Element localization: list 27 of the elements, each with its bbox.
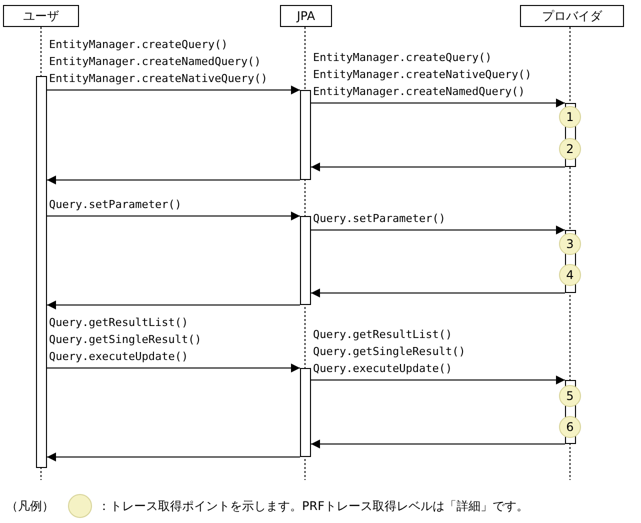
message-arrow xyxy=(310,162,566,172)
activation-bar xyxy=(300,90,311,180)
message-arrow xyxy=(310,98,566,108)
lifeline-header: JPA xyxy=(280,5,332,27)
legend-heading: （凡例） xyxy=(6,498,54,515)
message-arrow xyxy=(310,288,566,298)
message-arrow xyxy=(46,452,300,462)
activation-bar xyxy=(300,368,311,457)
lifeline-header: ユーザ xyxy=(3,5,79,27)
message-arrow xyxy=(46,300,300,310)
lifeline-header: プロバイダ xyxy=(520,5,624,27)
message-arrow xyxy=(46,364,300,372)
activation-bar xyxy=(36,76,47,468)
message-arrow xyxy=(46,176,300,184)
message-arrow xyxy=(46,212,300,220)
message-arrow xyxy=(310,376,566,384)
message-arrow xyxy=(310,440,566,448)
message-arrow xyxy=(310,226,566,234)
legend-text: ：トレース取得ポイントを示します。PRFトレース取得レベルは「詳細」です。 xyxy=(98,498,528,515)
trace-point-marker: 6 xyxy=(559,416,581,438)
trace-point-marker: 4 xyxy=(559,264,581,286)
activation-bar xyxy=(300,216,311,305)
trace-point-marker: 1 xyxy=(559,106,581,128)
trace-point-marker: 5 xyxy=(559,385,581,407)
trace-point-marker: 3 xyxy=(559,233,581,255)
message-arrow xyxy=(46,86,300,94)
trace-point-marker: 2 xyxy=(559,138,581,160)
